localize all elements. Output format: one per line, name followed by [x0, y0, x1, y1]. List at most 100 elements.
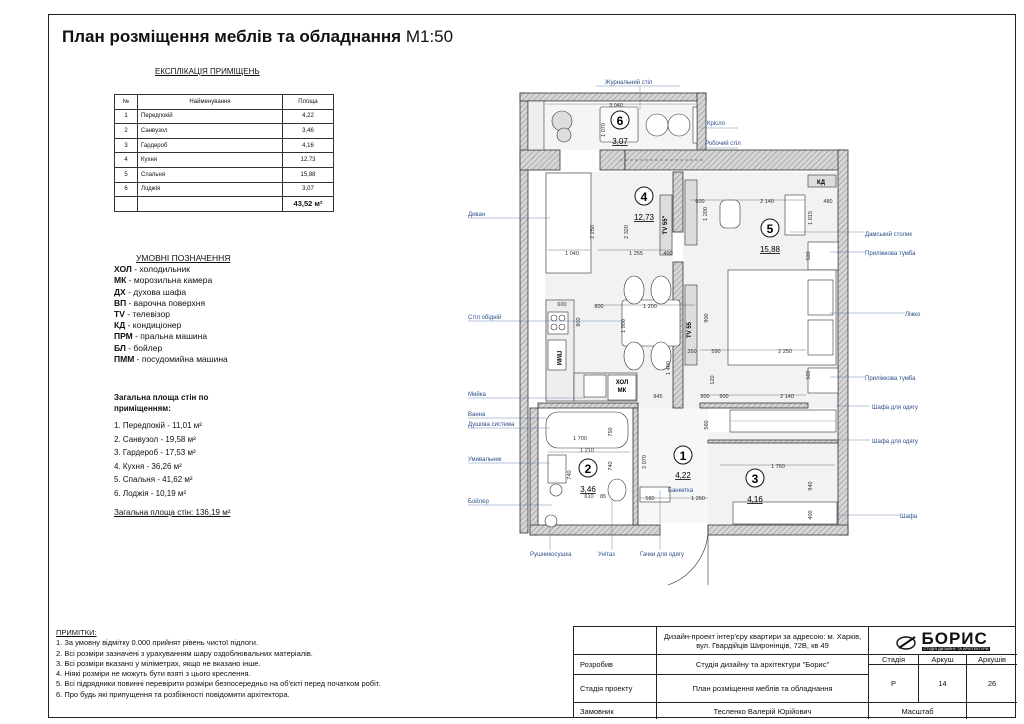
cell-name: Передпокій	[137, 108, 283, 125]
label-wardrobe-1: Шафа для одягу	[872, 405, 918, 411]
svg-text:120: 120	[710, 375, 716, 384]
total-area: 43,52 м²	[282, 196, 334, 212]
label-sofa: Диван	[468, 212, 485, 218]
stage-label: Стадія проекту	[574, 675, 657, 703]
room-number: 3	[752, 472, 759, 486]
wall-areas: Загальна площа стін по приміщенням: 1. П…	[114, 392, 264, 520]
wall-areas-title: Загальна площа стін по приміщенням:	[114, 393, 209, 413]
svg-text:610: 610	[584, 494, 593, 500]
svg-text:900: 900	[700, 394, 709, 400]
scale-label: Масштаб	[869, 703, 967, 719]
cell-num: 1	[114, 108, 138, 125]
note-item: 4. Ніякі розміри не можуть бути взяті з …	[56, 669, 251, 679]
svg-text:2 250: 2 250	[778, 349, 792, 355]
col-header-num: №	[114, 94, 138, 110]
label-wardrobe-3: Шафа	[900, 514, 918, 520]
svg-text:845: 845	[653, 394, 662, 400]
svg-text:1 040: 1 040	[565, 251, 579, 257]
note-item: 5. Всі підрядники повинні перевірити роз…	[56, 679, 381, 689]
tv	[659, 194, 673, 256]
page-title: План розміщення меблів та обладнання М1:…	[62, 27, 454, 46]
appliance-code: TV 55"	[663, 215, 669, 234]
wall-area-item: 5. Спальня - 41,62 м²	[114, 475, 193, 484]
svg-text:2 320: 2 320	[624, 225, 630, 239]
svg-text:2 140: 2 140	[780, 394, 794, 400]
customer-label: Замовник	[574, 703, 657, 719]
notes: ПРИМІТКИ: 1. За умовну відмітку 0.000 пр…	[56, 628, 380, 700]
wall-area-item: 6. Лоджія - 10,19 м²	[114, 488, 187, 498]
label-boiler: Бойлер	[468, 498, 489, 505]
svg-text:2 250: 2 250	[590, 225, 596, 239]
label-armchair: Крісло	[707, 121, 726, 127]
cell-num: 4	[114, 152, 138, 168]
banketka	[639, 486, 671, 503]
appliance-code: ХОЛ	[616, 380, 629, 386]
appliance-codes: ХОЛ МК ПММ TV 55" TV 55 КД	[555, 180, 826, 394]
svg-text:400: 400	[808, 510, 814, 519]
toilet	[607, 478, 627, 502]
cell-name: Кухня	[137, 152, 283, 168]
room-area: 4,16	[747, 495, 763, 504]
ladies-table	[784, 194, 806, 236]
callout-lines	[468, 85, 905, 550]
wall-area-item: 2. Санвузол - 19,58 м²	[114, 434, 196, 444]
cell-name: Санвузол	[137, 123, 283, 139]
label-shower: Душова система	[468, 422, 515, 428]
room-number: 5	[767, 222, 774, 236]
legend-item: ХОЛ - холодильник	[114, 264, 190, 275]
label-work-table: Робочий стіл	[705, 140, 741, 147]
appliance-code: ПММ	[555, 351, 561, 365]
svg-text:900: 900	[719, 394, 728, 400]
svg-text:1 200: 1 200	[643, 304, 657, 310]
svg-text:480: 480	[823, 199, 832, 205]
brand-logo: БОРИС СТУДІЯ ДИЗАЙНУ ТА АРХІТЕКТУРИ	[869, 627, 1017, 655]
callout-labels: Журнальний стіл Крісло Робочий стіл Дива…	[468, 79, 921, 558]
notes-title: ПРИМІТКИ:	[56, 628, 97, 637]
room-numbers: 6 4 5 1 2 3	[585, 114, 774, 486]
label-bed: Ліжко	[905, 312, 921, 318]
svg-text:500: 500	[806, 251, 812, 260]
legend-item: ВП - варочна поверхня	[114, 297, 206, 308]
cell-area: 3,07	[282, 181, 334, 198]
bath	[545, 411, 629, 449]
col-header-area: Площа	[282, 94, 334, 110]
legend-item: ПРМ - пральна машина	[114, 331, 208, 342]
hall-floor	[633, 408, 708, 523]
label-nightstand-2: Приліжкова тумба	[865, 376, 916, 382]
svg-text:1 900: 1 900	[621, 319, 627, 333]
label-toilet: Унітаз	[598, 552, 615, 558]
label-hooks: Гачки для одягу	[640, 552, 684, 558]
label-bath: Ванна	[468, 412, 486, 418]
legend-item: МК - морозильна камера	[114, 275, 213, 286]
legend-item: КД - кондиціонер	[114, 320, 182, 331]
table-header-row: № Найменування Площа	[114, 94, 334, 110]
sheet-value: 14	[919, 665, 967, 703]
boiler	[549, 483, 563, 497]
legend-title: УМОВНІ ПОЗНАЧЕННЯ	[136, 253, 231, 263]
svg-text:1 400: 1 400	[666, 361, 672, 375]
wall-area-item: 4. Кухня - 36,26 м²	[114, 461, 182, 471]
svg-text:560: 560	[704, 420, 710, 429]
svg-text:740: 740	[608, 461, 614, 470]
label-wardrobe-2: Шафа для одягу	[872, 439, 918, 445]
developer: Студія дизайну та архітектури "Борис"	[657, 655, 869, 675]
svg-text:580: 580	[645, 496, 654, 502]
label-nightstand: Приліжкова тумба	[865, 251, 916, 257]
label-sink: Мийка	[468, 391, 486, 398]
customer: Тесленко Валерій Юрійович	[657, 703, 869, 719]
svg-text:400: 400	[663, 251, 672, 257]
sheets-value: 26	[967, 665, 1017, 703]
col-header-name: Найменування	[137, 94, 283, 110]
sink	[583, 374, 607, 398]
label-banketka: Банкетка	[668, 488, 694, 494]
room-number: 2	[585, 462, 592, 476]
drawing-frame	[48, 14, 1016, 718]
svg-text:2 070: 2 070	[642, 455, 648, 469]
svg-text:1 255: 1 255	[629, 251, 643, 257]
cell-num: 6	[114, 181, 138, 198]
